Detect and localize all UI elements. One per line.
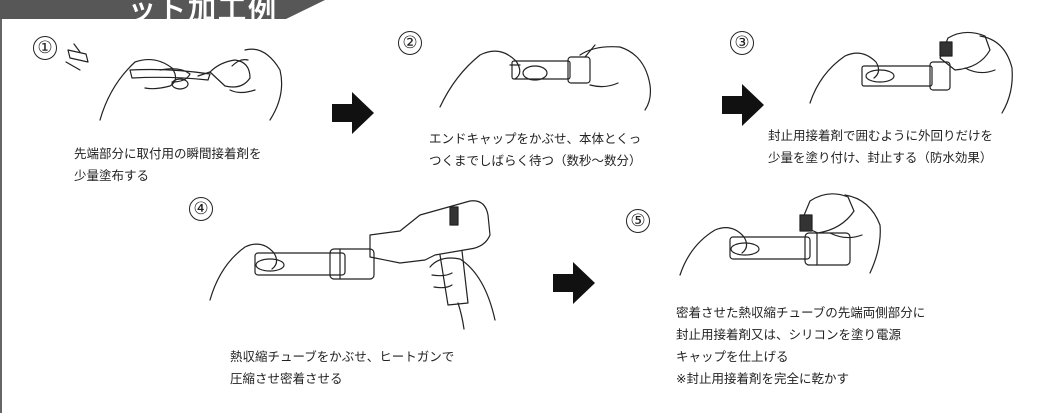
section-header-title: ット加工例 xyxy=(128,0,279,26)
step-5-number: ⑤ xyxy=(626,209,650,233)
step-5-caption: 密着させた熱収縮チューブの先端両側部分に 封止用接着剤又は、シリコンを塗り電源 … xyxy=(676,302,925,390)
step-4-illustration xyxy=(200,195,510,330)
step-1-illustration xyxy=(60,40,290,125)
section-header-bar xyxy=(0,0,325,19)
caption-line: 先端部分に取付用の瞬間接着剤を xyxy=(74,146,262,161)
step-2-caption: エンドキャップをかぶせ、本体とくっ つくまでしばらく待つ（数秒〜数分） xyxy=(429,128,642,172)
step-3-illustration xyxy=(790,28,1020,116)
step-3-number: ③ xyxy=(730,31,754,55)
caption-line: 封止用接着剤で囲むように外回りだけを xyxy=(768,128,994,143)
caption-line: キャップを仕上げる xyxy=(676,349,789,364)
caption-line: 圧縮させ密着させる xyxy=(230,371,343,386)
step-1-caption: 先端部分に取付用の瞬間接着剤を 少量塗布する xyxy=(74,143,262,187)
right-arrow-icon xyxy=(722,84,764,126)
step-4-number: ④ xyxy=(189,197,213,221)
step-1-number: ① xyxy=(33,36,57,60)
step-5-illustration xyxy=(670,185,920,295)
step-3-caption: 封止用接着剤で囲むように外回りだけを 少量を塗り付け、封止する（防水効果） xyxy=(768,125,993,169)
caption-line: 熱収縮チューブをかぶせ、ヒートガンで xyxy=(230,349,455,364)
caption-line: 少量塗布する xyxy=(74,168,150,183)
step-2-number: ② xyxy=(398,31,422,55)
caption-line: エンドキャップをかぶせ、本体とくっ xyxy=(429,131,642,146)
caption-line: つくまでしばらく待つ（数秒〜数分） xyxy=(429,153,642,168)
step-4-caption: 熱収縮チューブをかぶせ、ヒートガンで 圧縮させ密着させる xyxy=(230,346,454,390)
right-arrow-icon xyxy=(553,262,595,304)
caption-line: 少量を塗り付け、封止する（防水効果） xyxy=(768,150,993,165)
step-2-illustration xyxy=(420,35,670,120)
caption-line: 密着させた熱収縮チューブの先端両側部分に xyxy=(676,305,926,320)
right-arrow-icon xyxy=(332,92,374,134)
caption-line: 封止用接着剤又は、シリコンを塗り電源 xyxy=(676,327,902,342)
caption-line: ※封止用接着剤を完全に乾かす xyxy=(676,371,849,386)
